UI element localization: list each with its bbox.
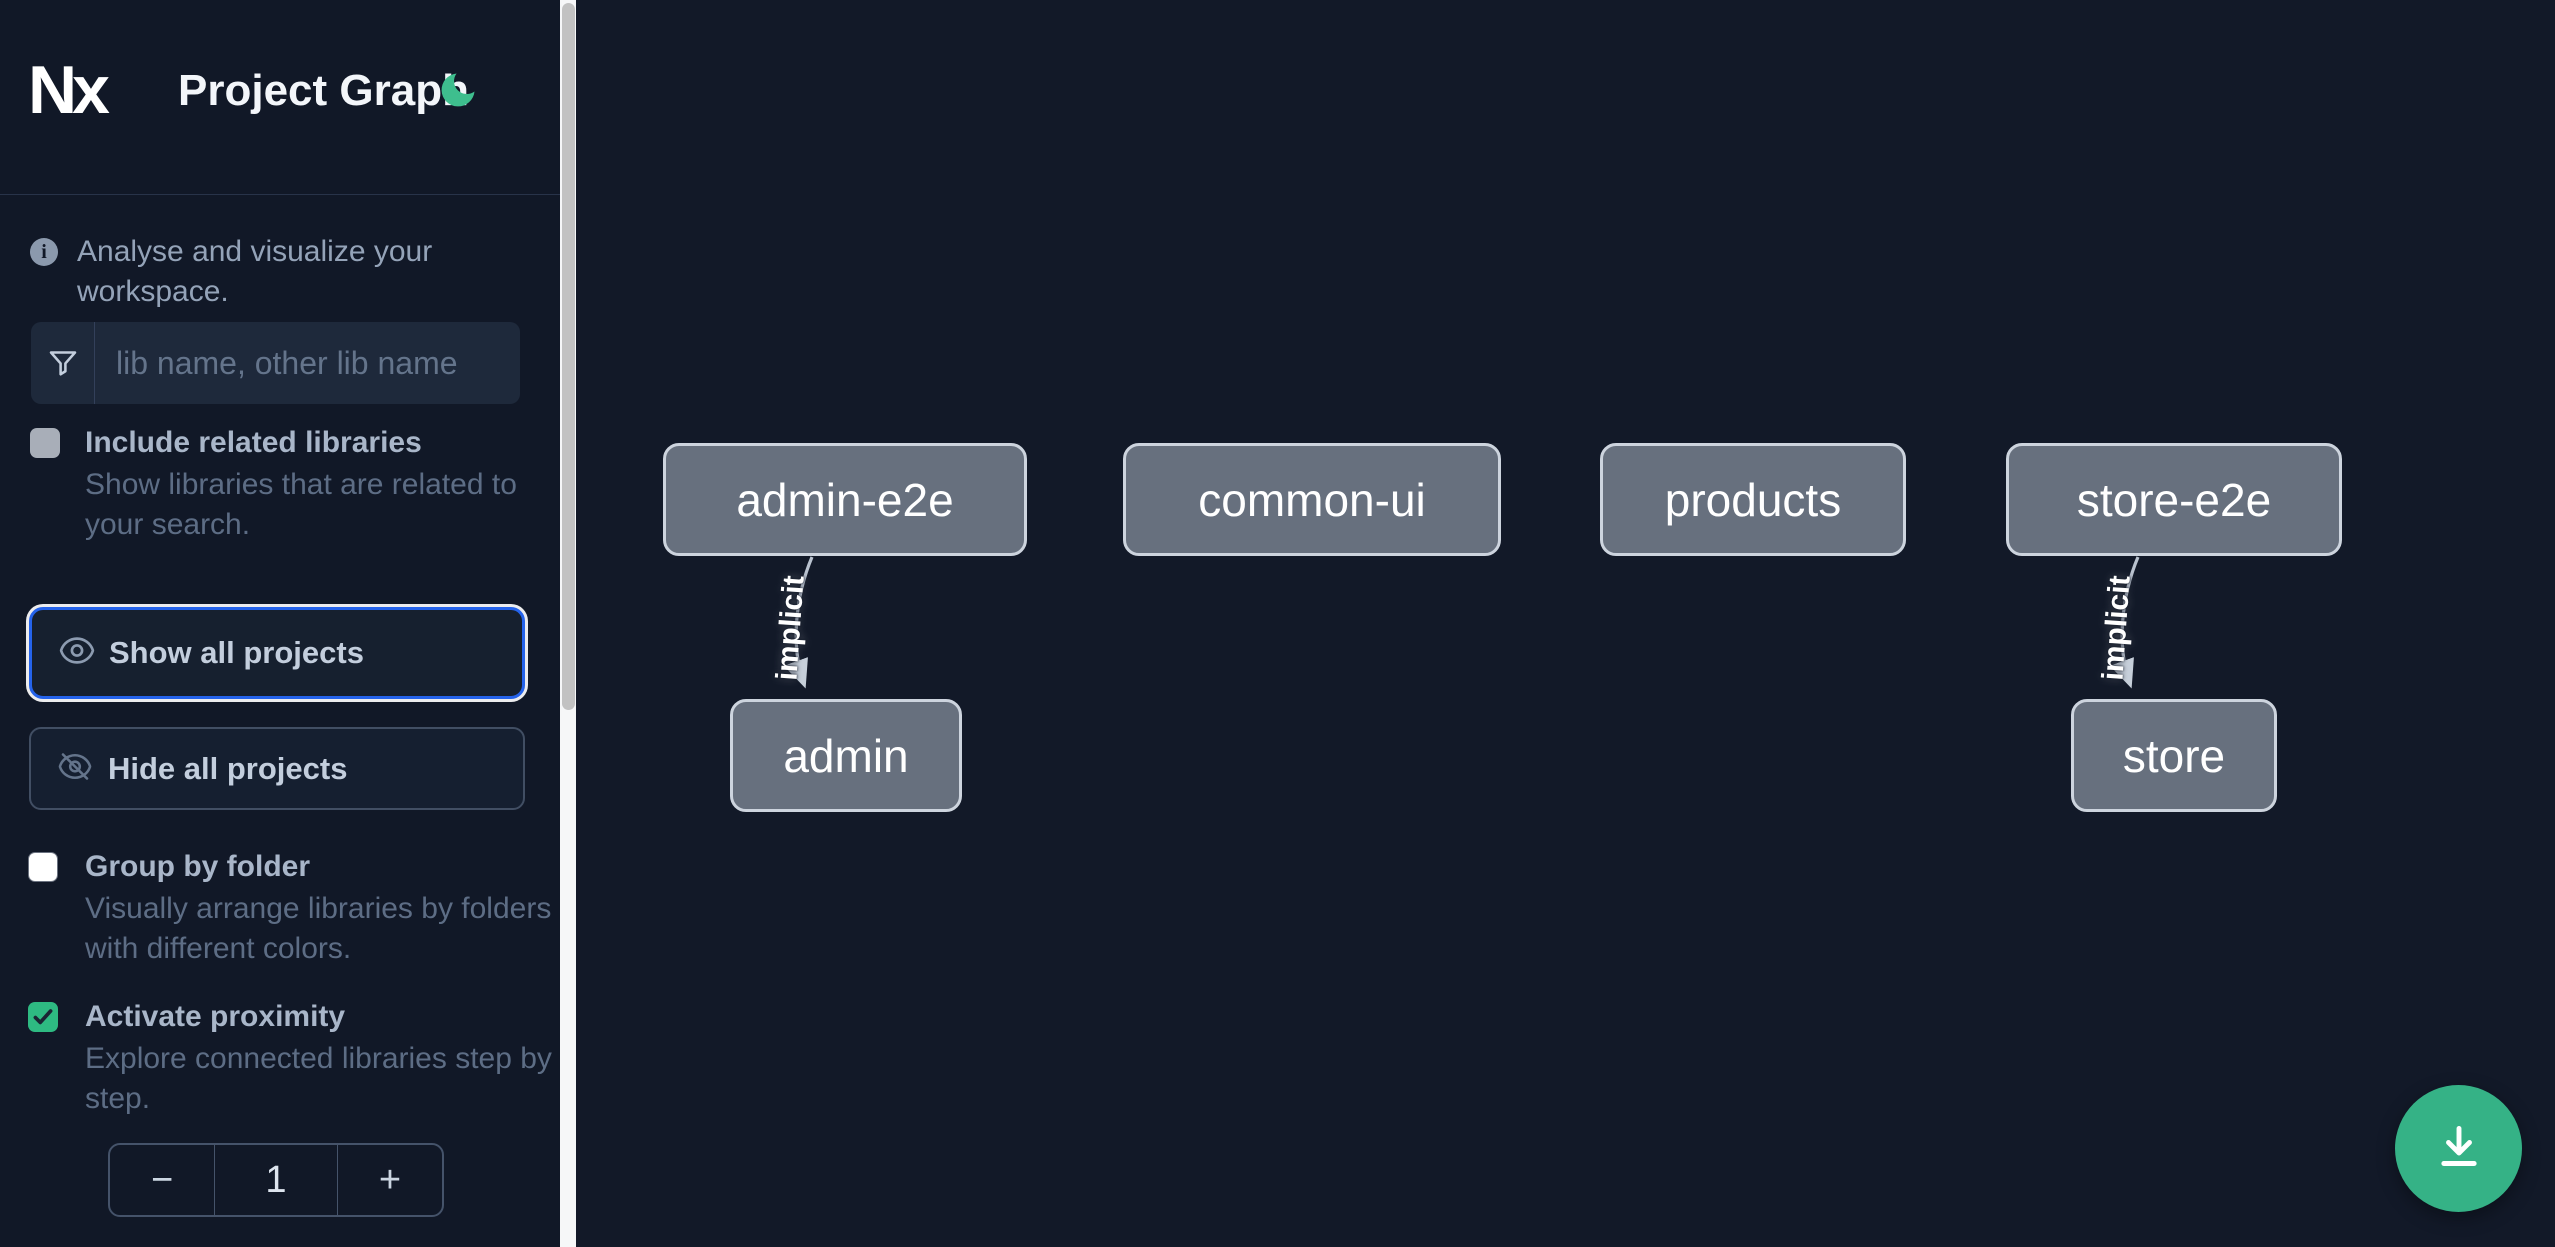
project-node-admin[interactable]: admin: [730, 699, 962, 812]
group-by-folder-description: Visually arrange libraries by folders wi…: [85, 892, 552, 965]
graph-canvas[interactable]: implicit implicit admin-e2e common-ui pr…: [576, 0, 2555, 1247]
eye-icon: [58, 632, 96, 675]
activate-proximity-checkbox[interactable]: [28, 1002, 58, 1032]
include-related-label: Include related libraries: [85, 426, 422, 459]
info-icon: i: [30, 238, 58, 266]
proximity-decrement-button[interactable]: −: [150, 1158, 174, 1201]
sidebar: Nx Project Graph i Analyse and visualize…: [0, 0, 560, 1247]
graph-edges: [783, 556, 2140, 689]
include-related-description: Show libraries that are related to your …: [85, 468, 517, 541]
funnel-icon: [31, 322, 95, 404]
sidebar-scrollbar: [560, 0, 576, 1247]
edge-label-implicit: implicit: [770, 574, 811, 682]
filter-input[interactable]: [96, 322, 520, 404]
project-node-common-ui[interactable]: common-ui: [1123, 443, 1501, 556]
proximity-increment-button[interactable]: +: [378, 1158, 402, 1201]
proximity-stepper: − 1 +: [108, 1143, 444, 1217]
hide-all-projects-button[interactable]: Hide all projects: [29, 727, 525, 810]
workspace-tagline-row: i Analyse and visualize your workspace.: [30, 232, 530, 308]
theme-toggle-button[interactable]: [436, 68, 480, 112]
hide-all-projects-label: Hide all projects: [108, 750, 348, 786]
show-all-projects-button[interactable]: Show all projects: [29, 607, 525, 699]
eye-slash-icon: [57, 748, 93, 789]
group-by-folder-label: Group by folder: [85, 850, 310, 883]
proximity-value: 1: [214, 1145, 338, 1215]
activate-proximity-label: Activate proximity: [85, 1000, 346, 1033]
project-node-store-e2e[interactable]: store-e2e: [2006, 443, 2342, 556]
download-icon: [2431, 1118, 2487, 1179]
moon-icon: [436, 73, 480, 116]
show-all-projects-label: Show all projects: [109, 635, 364, 670]
group-by-folder-checkbox[interactable]: [28, 852, 58, 882]
filter-box: [31, 322, 520, 404]
sidebar-scrollbar-thumb[interactable]: [561, 3, 575, 710]
sidebar-header: Nx Project Graph: [0, 0, 560, 195]
nx-logo: Nx: [28, 52, 110, 128]
include-related-checkbox[interactable]: [30, 428, 60, 458]
activate-proximity-description: Explore connected libraries step by step…: [85, 1042, 552, 1115]
edge-label-implicit: implicit: [2096, 574, 2137, 682]
project-node-products[interactable]: products: [1600, 443, 1906, 556]
workspace-tagline: Analyse and visualize your workspace.: [77, 235, 433, 308]
project-node-admin-e2e[interactable]: admin-e2e: [663, 443, 1027, 556]
project-node-store[interactable]: store: [2071, 699, 2277, 812]
download-graph-button[interactable]: [2395, 1085, 2522, 1212]
page-title: Project Graph: [178, 66, 469, 115]
